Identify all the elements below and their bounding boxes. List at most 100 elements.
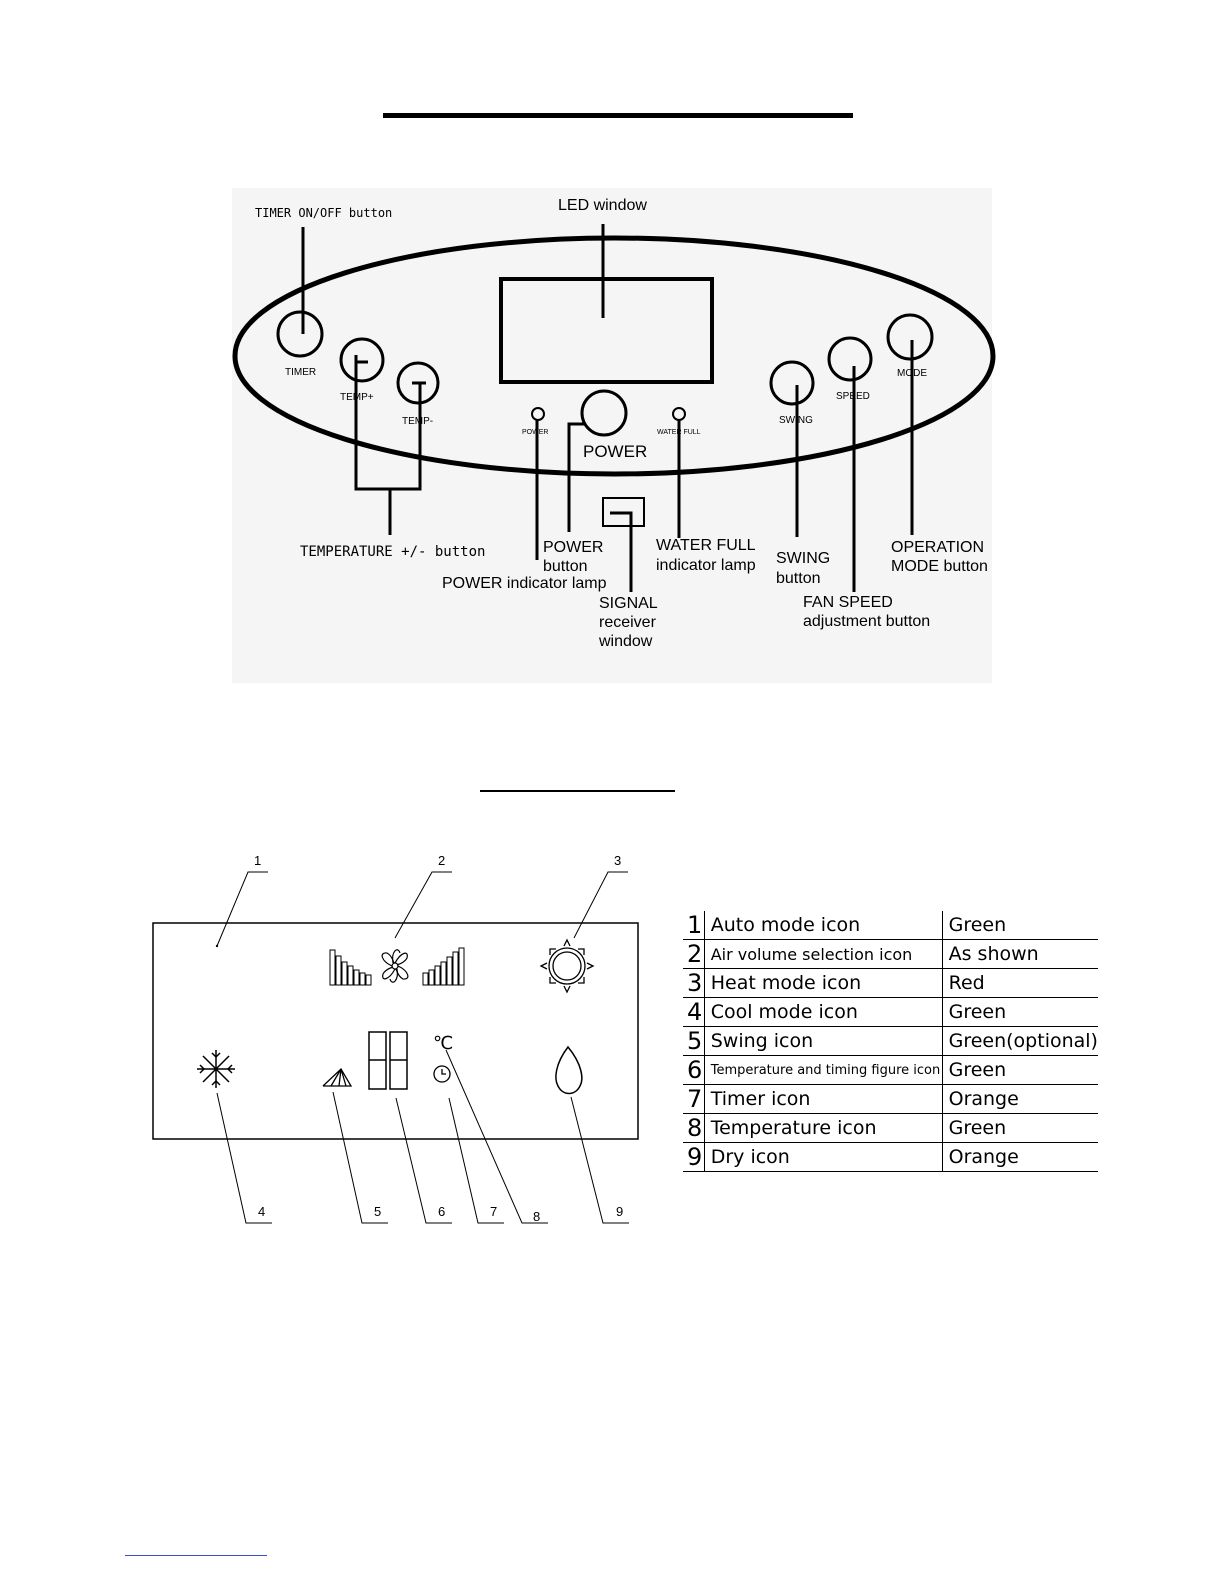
callout-number-2: 2 [438, 853, 446, 868]
label-fan-speed-line1: FAN SPEED [803, 594, 893, 611]
legend-icon-name: Timer icon [704, 1084, 943, 1114]
table-row: 1 Auto mode icon Green [683, 911, 1098, 940]
label-signal-line3: window [599, 633, 653, 650]
footer-link-rule [125, 1555, 267, 1556]
speed-button [827, 336, 873, 382]
callout-number-3: 3 [614, 853, 622, 868]
legend-icon-name: Cool mode icon [704, 997, 943, 1027]
timer-button [276, 310, 324, 358]
control-panel-outline [232, 235, 996, 477]
label-water-full-line2: indicator lamp [656, 557, 756, 574]
heat-mode-icon [539, 938, 595, 994]
led-window [499, 277, 714, 384]
legend-number: 5 [683, 1026, 705, 1056]
callout-number-7: 7 [490, 1204, 498, 1219]
legend-icon-name: Air volume selection icon [704, 939, 943, 969]
legend-icon-name: Heat mode icon [704, 968, 943, 998]
legend-color: Green(optional) [942, 1026, 1098, 1056]
air-volume-bars-left-icon [329, 949, 372, 986]
panel-text-swing: SWING [779, 415, 813, 426]
legend-number: 3 [683, 968, 705, 998]
panel-text-temp-minus: TEMP- [402, 416, 434, 427]
callout-9-leader [570, 1096, 629, 1224]
legend-color: Orange [942, 1084, 1098, 1114]
legend-color: Green [942, 1055, 1098, 1085]
legend-color: Orange [942, 1142, 1098, 1172]
panel-text-timer: TIMER [285, 367, 317, 378]
power-button [580, 389, 628, 437]
subtitle-rule [480, 790, 675, 792]
label-power-button-line2: button [543, 558, 588, 575]
label-water-full-line1: WATER FULL [656, 537, 756, 554]
mode-button [886, 313, 934, 361]
legend-icon-name: Auto mode icon [704, 911, 943, 940]
temperature-digits-icon [368, 1031, 408, 1090]
table-row: 5 Swing icon Green(optional) [683, 1026, 1098, 1056]
legend-number: 9 [683, 1142, 705, 1172]
label-operation-mode-line2: MODE button [891, 558, 988, 575]
legend-color: Green [942, 911, 1098, 940]
signal-leader [610, 511, 633, 592]
callout-number-4: 4 [258, 1204, 266, 1219]
table-row: 9 Dry icon Orange [683, 1142, 1098, 1172]
callout-number-9: 9 [616, 1204, 624, 1219]
label-led-window: LED window [558, 197, 647, 214]
label-operation-mode-line1: OPERATION [891, 539, 985, 556]
legend-number: 6 [683, 1055, 705, 1085]
legend-number: 8 [683, 1113, 705, 1143]
callout-number-5: 5 [374, 1204, 382, 1219]
label-temperature-button: TEMPERATURE +/- button [300, 544, 486, 560]
panel-text-power: POWER [583, 442, 648, 461]
legend-number: 4 [683, 997, 705, 1027]
table-row: 6 Temperature and timing figure icon Gre… [683, 1055, 1098, 1085]
air-volume-bars-right-icon [422, 947, 465, 986]
swing-button [769, 360, 815, 406]
title-rule [383, 113, 853, 118]
table-row: 4 Cool mode icon Green [683, 997, 1098, 1027]
panel-text-water-full: WATER FULL [657, 429, 701, 436]
auto-mode-icon [215, 944, 219, 948]
legend-number: 2 [683, 939, 705, 969]
celsius-icon: ℃ [433, 1033, 454, 1054]
cool-mode-icon [197, 1050, 235, 1088]
legend-color: Red [942, 968, 1098, 998]
icon-legend-table: 1 Auto mode icon Green 2 Air volume sele… [683, 911, 1098, 1172]
callout-number-8: 8 [533, 1209, 541, 1224]
callout-5-leader [332, 1091, 388, 1224]
dry-icon [555, 1045, 583, 1095]
table-row: 8 Temperature icon Green [683, 1113, 1098, 1143]
callout-number-6: 6 [438, 1204, 446, 1219]
legend-color: Green [942, 1113, 1098, 1143]
callout-2-leader [394, 871, 452, 939]
label-swing-line2: button [776, 570, 821, 587]
label-signal-line1: SIGNAL [599, 595, 658, 612]
label-signal-line2: receiver [599, 614, 656, 631]
legend-number: 1 [683, 911, 705, 940]
legend-color: Green [942, 997, 1098, 1027]
callout-6-leader [395, 1097, 452, 1224]
label-timer-onoff: TIMER ON/OFF button [255, 206, 393, 220]
legend-color: As shown [942, 939, 1098, 969]
callout-number-1: 1 [254, 853, 262, 868]
legend-icon-name: Temperature and timing figure icon [704, 1055, 943, 1085]
callout-3-leader [573, 871, 628, 939]
label-swing-line1: SWING [776, 550, 831, 567]
legend-icon-name: Dry icon [704, 1142, 943, 1172]
panel-text-temp-plus: TEMP+ [340, 392, 374, 403]
timer-icon [433, 1065, 451, 1083]
callout-4-leader [216, 1092, 272, 1224]
signal-receiver-window [602, 497, 645, 527]
display-frame [152, 922, 639, 1140]
callout-7-leader [448, 1097, 504, 1224]
temp-minus-button [396, 361, 440, 405]
legend-icon-name: Temperature icon [704, 1113, 943, 1143]
legend-number: 7 [683, 1084, 705, 1114]
callout-8-leader [445, 1049, 548, 1224]
swing-icon [322, 1067, 353, 1087]
power-button-leader [567, 422, 586, 532]
table-row: 2 Air volume selection icon As shown [683, 939, 1098, 969]
panel-text-speed: SPEED [836, 391, 870, 402]
panel-text-power-small: POWER [522, 429, 549, 436]
